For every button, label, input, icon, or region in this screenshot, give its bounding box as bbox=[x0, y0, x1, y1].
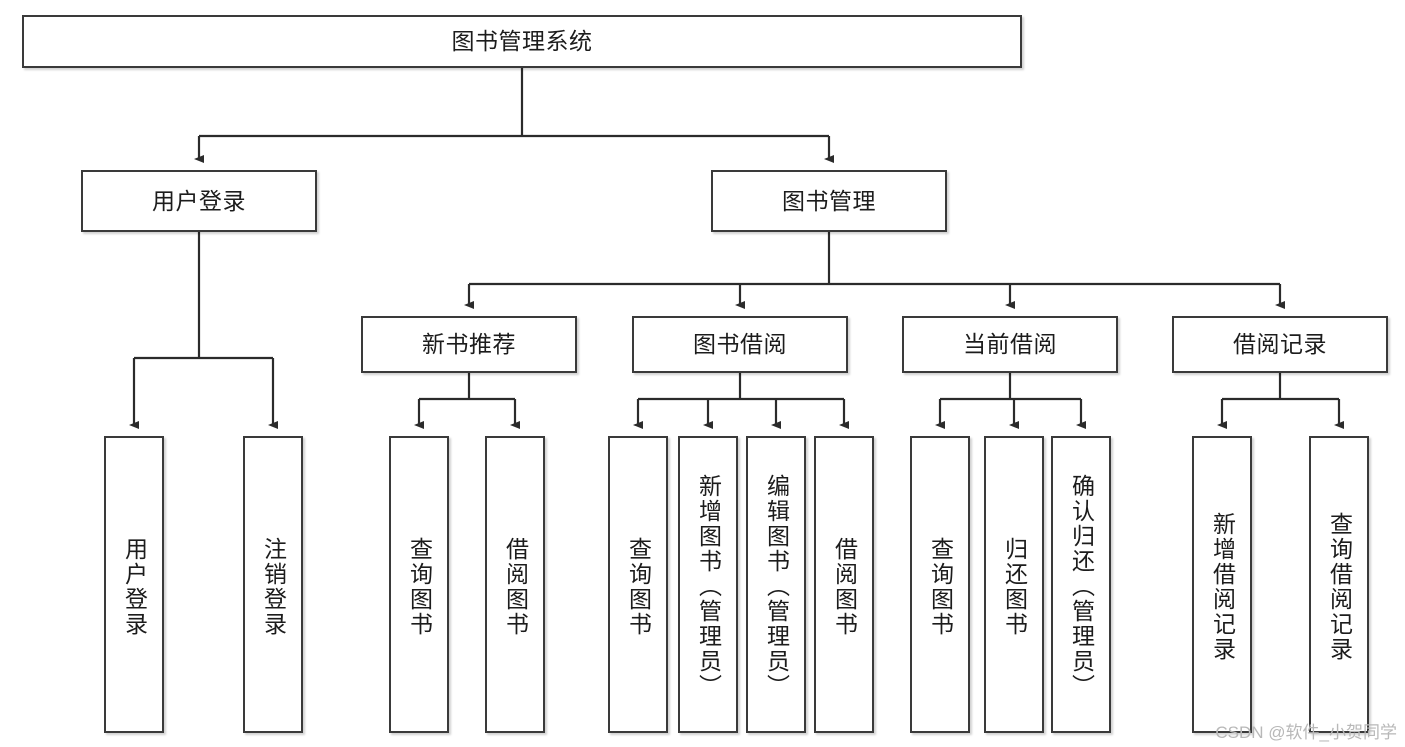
node-label: 借阅图书 bbox=[502, 536, 529, 637]
node-label: 查询借阅记录 bbox=[1326, 511, 1353, 662]
node-label: 查询图书 bbox=[625, 536, 652, 637]
node-label: 借阅图书 bbox=[831, 536, 858, 637]
node-leaf5[interactable]: 查询图书 bbox=[608, 436, 668, 733]
node-label: 新书推荐 bbox=[422, 331, 516, 358]
node-leaf11[interactable]: 确认归还（管理员） bbox=[1051, 436, 1111, 733]
node-newbook[interactable]: 新书推荐 bbox=[361, 316, 577, 373]
node-leaf4[interactable]: 借阅图书 bbox=[485, 436, 545, 733]
node-label: 图书管理系统 bbox=[451, 28, 593, 55]
node-leaf10[interactable]: 归还图书 bbox=[984, 436, 1044, 733]
node-leaf1[interactable]: 用户登录 bbox=[104, 436, 164, 733]
node-login[interactable]: 用户登录 bbox=[81, 170, 317, 232]
node-label: 用户登录 bbox=[121, 536, 148, 637]
node-label: 用户登录 bbox=[152, 187, 246, 214]
node-leaf7[interactable]: 编辑图书（管理员） bbox=[746, 436, 806, 733]
node-current[interactable]: 当前借阅 bbox=[902, 316, 1118, 373]
node-label: 编辑图书（管理员） bbox=[763, 474, 790, 699]
node-leaf12[interactable]: 新增借阅记录 bbox=[1192, 436, 1252, 733]
node-label: 确认归还（管理员） bbox=[1068, 474, 1095, 699]
node-bookmgmt[interactable]: 图书管理 bbox=[711, 170, 947, 232]
node-label: 新增借阅记录 bbox=[1209, 511, 1236, 662]
node-label: 新增图书（管理员） bbox=[695, 474, 722, 699]
node-label: 查询图书 bbox=[927, 536, 954, 637]
node-leaf8[interactable]: 借阅图书 bbox=[814, 436, 874, 733]
node-label: 图书借阅 bbox=[693, 331, 787, 358]
node-label: 注销登录 bbox=[260, 536, 287, 637]
node-root[interactable]: 图书管理系统 bbox=[22, 15, 1022, 68]
csdn-watermark: CSDN @软件_小贺同学 bbox=[1215, 723, 1397, 742]
node-label: 归还图书 bbox=[1001, 536, 1028, 637]
node-label: 当前借阅 bbox=[963, 331, 1057, 358]
node-leaf3[interactable]: 查询图书 bbox=[389, 436, 449, 733]
node-label: 借阅记录 bbox=[1233, 331, 1327, 358]
node-label: 图书管理 bbox=[782, 187, 876, 214]
node-records[interactable]: 借阅记录 bbox=[1172, 316, 1388, 373]
node-leaf13[interactable]: 查询借阅记录 bbox=[1309, 436, 1369, 733]
node-borrow[interactable]: 图书借阅 bbox=[632, 316, 848, 373]
node-label: 查询图书 bbox=[406, 536, 433, 637]
node-leaf2[interactable]: 注销登录 bbox=[243, 436, 303, 733]
node-leaf9[interactable]: 查询图书 bbox=[910, 436, 970, 733]
node-leaf6[interactable]: 新增图书（管理员） bbox=[678, 436, 738, 733]
